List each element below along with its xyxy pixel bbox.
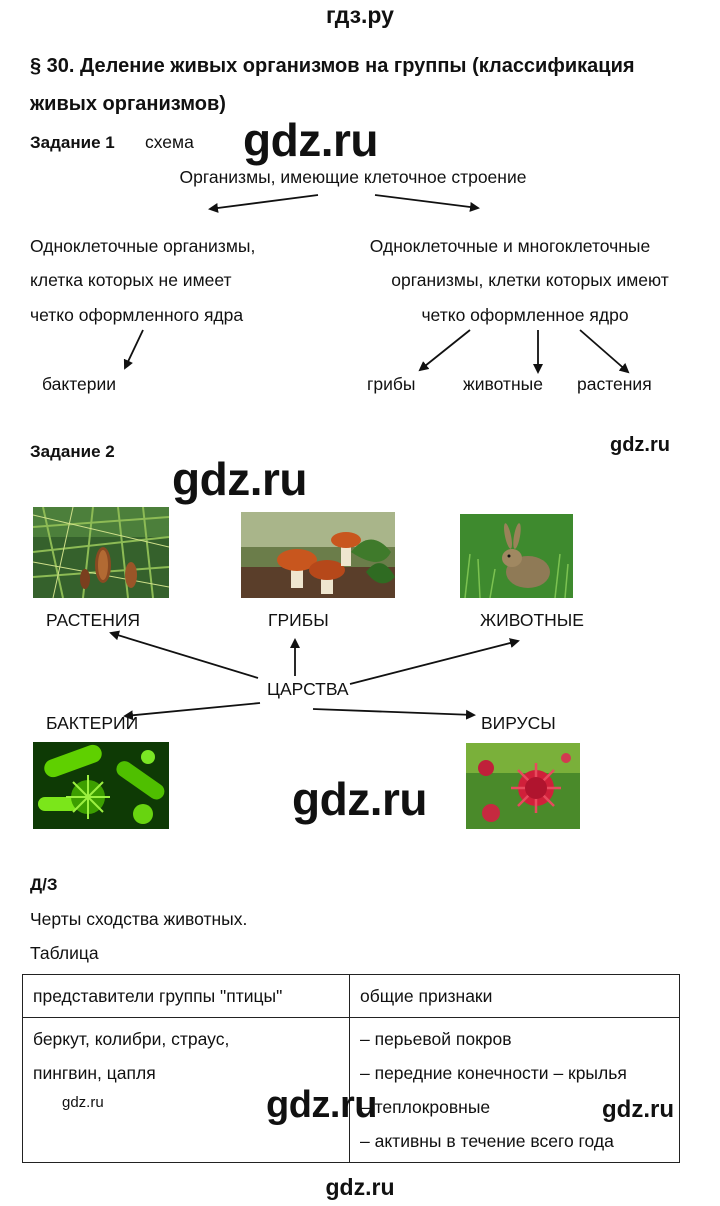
watermark: gdz.ru [602,1096,674,1123]
kingdom-bacteria: БАКТЕРИИ [46,713,139,733]
table-header-cell: общие признаки [349,974,680,1018]
arrow [374,194,480,212]
watermark: gdz.ru [172,453,307,505]
table-cell: – перьевой покров – передние конечности … [349,1017,680,1163]
list-item: пингвин, цапля [33,1063,156,1083]
left-branch-line: Одноклеточные организмы, [30,236,256,256]
watermark: gdz.ru [243,114,378,166]
bacteria-photo [33,742,169,829]
list-item: – перьевой покров [360,1029,512,1049]
kingdoms-center: ЦАРСТВА [267,679,349,699]
arrow [349,638,520,685]
right-branch-line: Одноклеточные и многоклеточные [369,236,651,256]
arrow [312,708,476,720]
scheme-root: Организмы, имеющие клеточное строение [179,167,527,187]
arrow [208,194,319,213]
left-branch-line: клетка которых не имеет [30,270,232,290]
arrow [579,329,630,374]
watermark: gdz.ru [292,773,427,825]
fungi-photo [241,512,395,598]
list-item: – активны в течение всего года [360,1131,614,1151]
watermark: gdz.ru [266,1084,377,1126]
site-footer: gdz.ru [325,1174,395,1200]
arrow [123,329,144,370]
table-cell: беркут, колибри, страус, пингвин, цапля [22,1017,350,1163]
arrow [418,329,471,372]
page-title: § 30. Деление живых организмов на группы… [30,55,635,77]
task1-subtitle: схема [145,132,194,152]
birds-table: представители группы "птицы" общие призн… [22,974,680,1163]
table-header-cell: представители группы "птицы" [22,974,350,1018]
arrow [109,630,259,679]
leaf-bacteria: бактерии [42,374,117,394]
task2-label: Задание 2 [30,442,115,461]
table-header-row: представители группы "птицы" общие призн… [22,974,680,1018]
task1-label: Задание 1 [30,133,115,152]
plants-photo [33,507,169,598]
list-item: беркут, колибри, страус, [33,1029,230,1049]
homework-label: Д/З [30,875,58,894]
leaf-animals: животные [463,374,543,394]
watermark: gdz.ru [610,434,670,456]
kingdom-animals: ЖИВОТНЫЕ [480,610,584,630]
homework-line: Черты сходства животных. [30,909,248,929]
left-branch-line: четко оформленного ядра [30,305,244,325]
table-row: беркут, колибри, страус, пингвин, цапля … [22,1017,680,1163]
homework-line: Таблица [30,943,99,963]
watermark: gdz.ru [62,1094,104,1111]
kingdom-plants: РАСТЕНИЯ [46,610,141,630]
kingdom-fungi: ГРИБЫ [268,610,329,630]
site-header: гдз.ру [326,2,394,28]
page-title-cont: живых организмов) [30,93,226,115]
arrow [123,702,261,721]
right-branch-line: организмы, клетки которых имеют [391,270,669,290]
list-item: – передние конечности – крылья [360,1063,627,1083]
leaf-fungi: грибы [367,374,416,394]
list-item: – теплокровные [360,1097,491,1117]
leaf-plants: растения [577,374,652,394]
right-branch-line: четко оформленное ядро [421,305,629,325]
animals-photo [460,514,573,598]
viruses-photo [466,743,580,829]
kingdom-viruses: ВИРУСЫ [481,713,556,733]
